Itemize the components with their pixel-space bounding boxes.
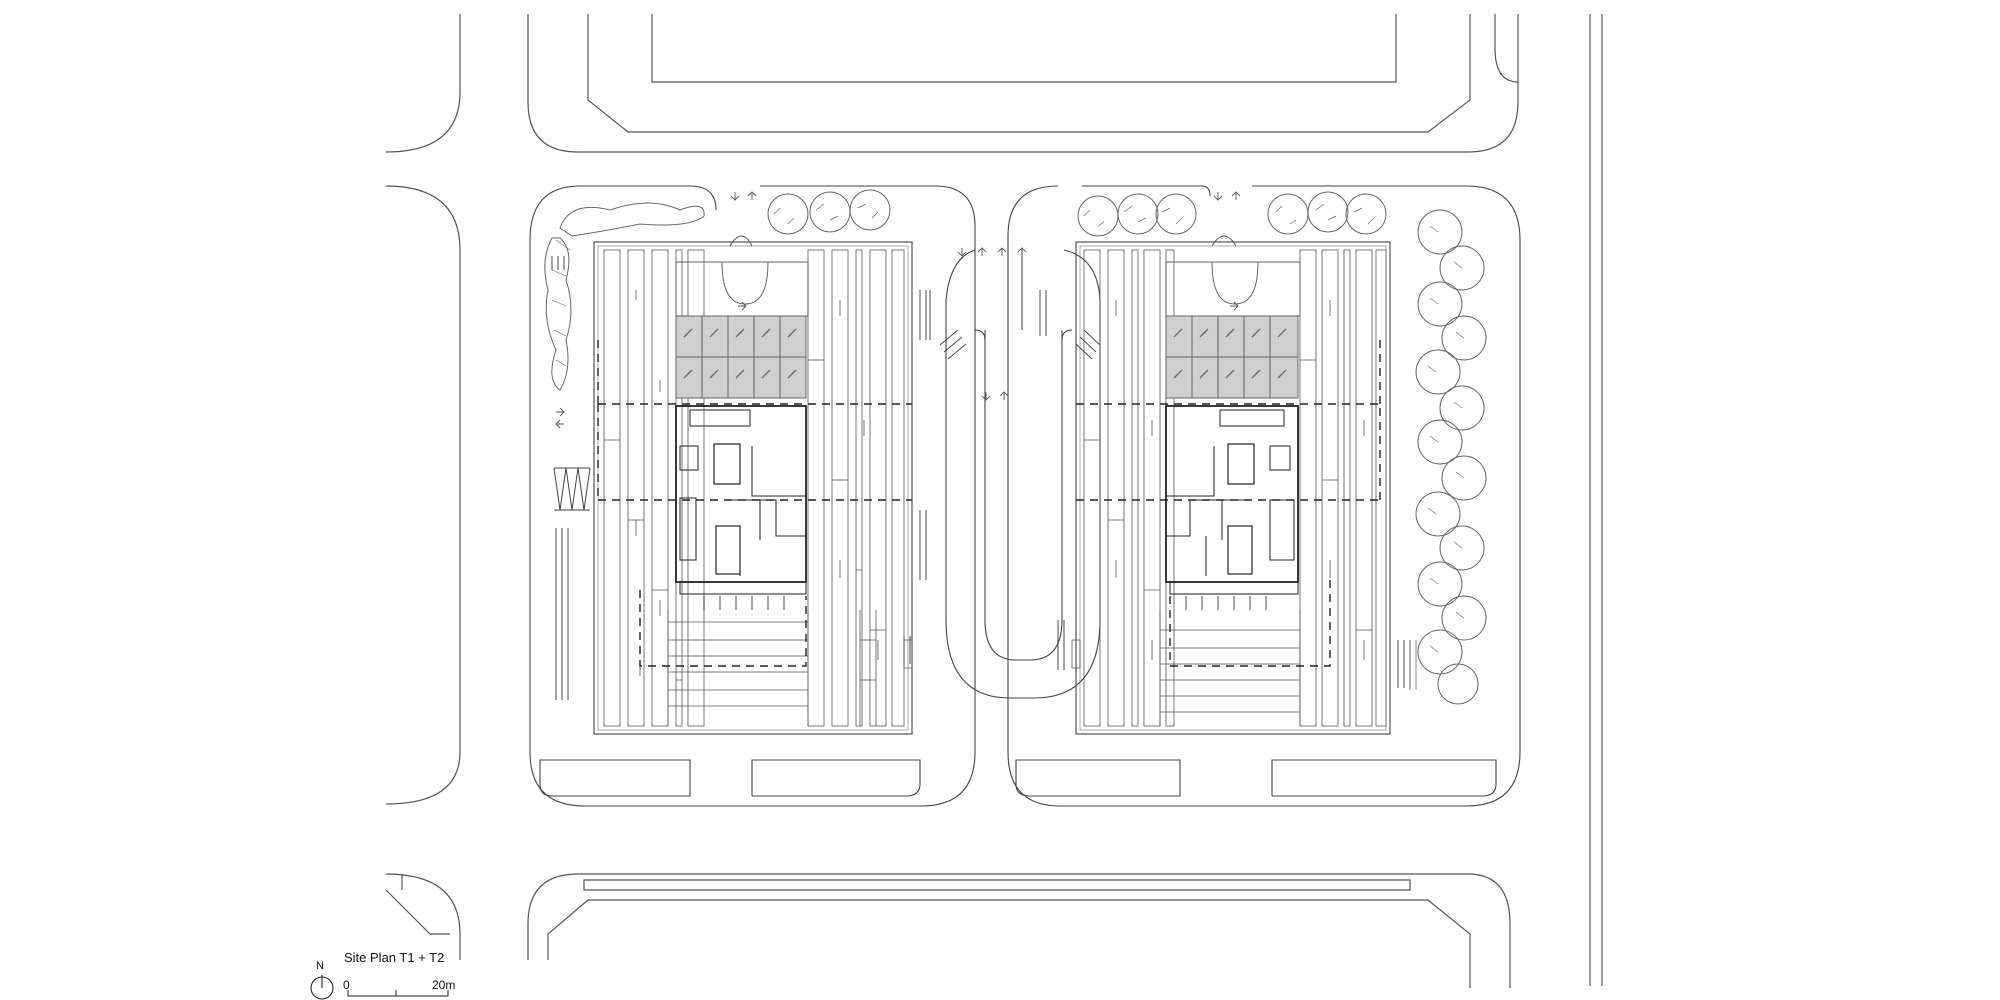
tree-planting-t2-north <box>1077 191 1387 237</box>
scale-bar <box>347 990 449 997</box>
central-drive <box>939 249 1101 699</box>
t1-glazed-canopy <box>675 315 807 399</box>
road-network <box>385 14 1603 988</box>
plot-t1 <box>529 185 976 807</box>
plot-t2 <box>1007 185 1521 807</box>
t2-building-stripes <box>1083 249 1387 727</box>
t2-ramp <box>1039 290 1411 688</box>
t2-forecourt <box>1165 261 1301 317</box>
scale-start-label: 0 <box>343 978 350 992</box>
north-arrow <box>310 975 334 1000</box>
t1-tower-floorplan <box>675 405 807 610</box>
entrance-markers <box>729 235 1237 247</box>
tree-planting-t1-north <box>544 189 891 391</box>
north-label: N <box>316 960 324 972</box>
t1-ramp <box>551 256 931 700</box>
t1-forecourt <box>675 261 809 317</box>
drawing-title: Site Plan T1 + T2 <box>344 950 445 965</box>
tree-row-east <box>1409 209 1487 705</box>
traffic-arrows <box>555 191 1241 429</box>
podium-blocks <box>667 610 1301 726</box>
t1-building-stripes <box>603 249 905 727</box>
scale-end-label: 20m <box>432 978 456 992</box>
t2-glazed-canopy <box>1165 315 1299 399</box>
basement-outline <box>597 340 1381 667</box>
t2-tower-floorplan <box>1165 405 1299 610</box>
